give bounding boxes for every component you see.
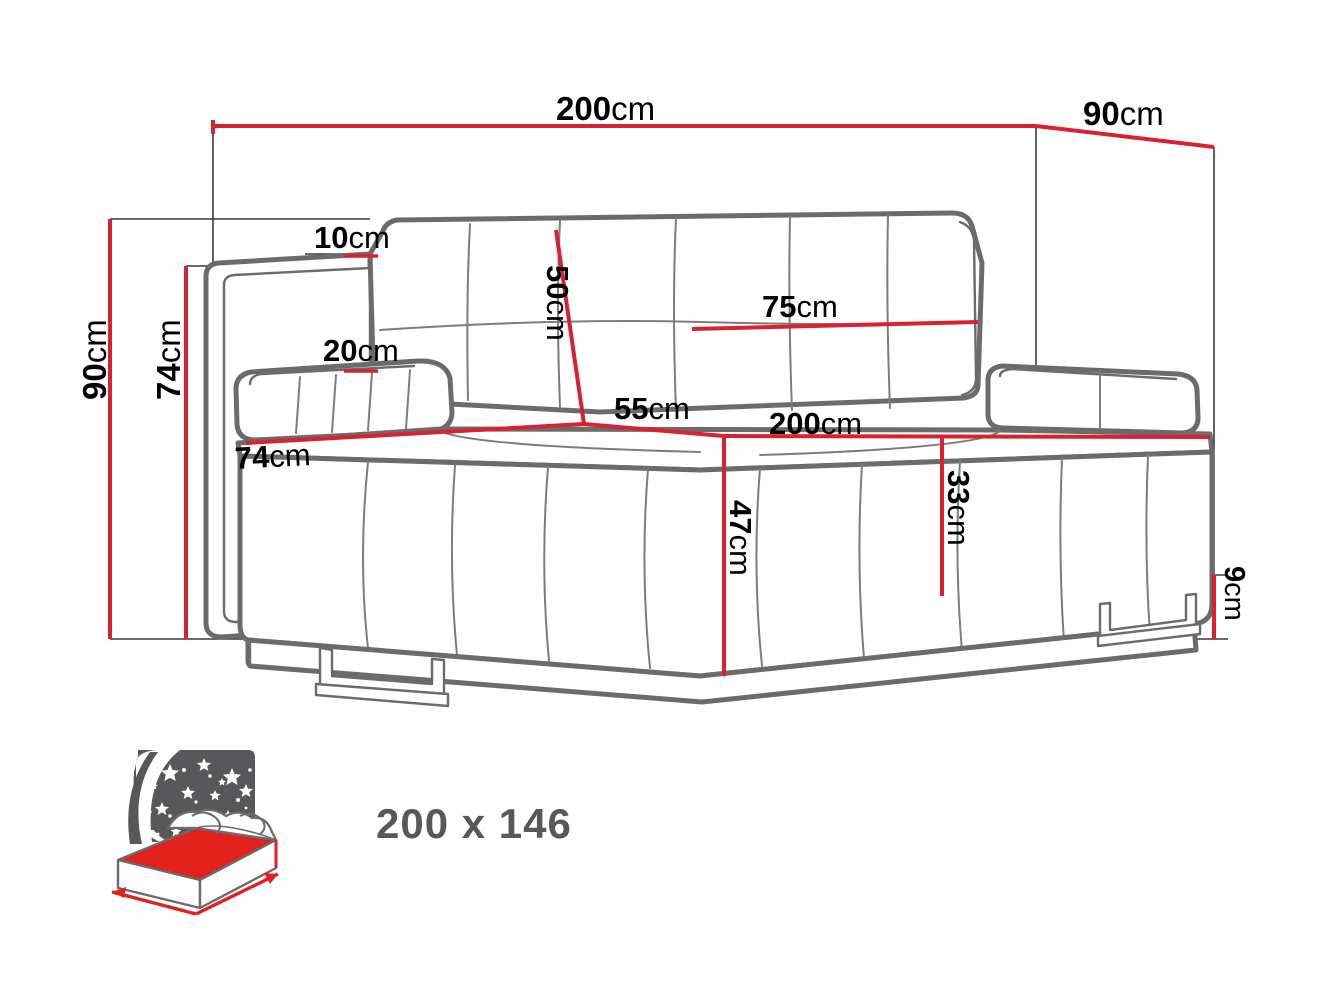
label-base-height: 33cm [941,470,976,546]
sofa-legs [314,592,1202,708]
mattress [116,808,278,910]
label-seat-depth: 55cm [614,391,690,426]
sofa-backrest [367,210,985,415]
dimline-50cm [554,229,586,425]
label-leg-height: 9cm [1218,566,1250,621]
label-overall-width: 200cm [556,90,656,127]
dimline-90cm-depth [1035,124,1215,149]
label-armrest-gap: 10cm [314,220,390,255]
sofa-right-armrest [985,363,1201,436]
dimension-lines-red [108,120,1216,676]
label-seat-front: 74cm [233,437,312,476]
mattress-dimension-arrows [111,840,279,916]
label-armrest-width: 20cm [323,333,399,368]
dimline-74cm-seat [245,422,585,445]
label-seat-width: 200cm [769,406,863,441]
label-backrest-height: 74cm [150,319,187,400]
label-backrest-cushion: 50cm [540,265,575,341]
dimline-75cm [691,320,979,331]
dimline-200cm-seat [723,434,1211,439]
sleeping-area-label: 200 x 146 [376,800,572,847]
bed-sleeping-area-icon [111,750,279,916]
label-seat-height: 47cm [723,500,758,576]
label-backrest-panel-width: 75cm [762,289,838,324]
label-overall-height: 90cm [76,319,113,400]
dimline-55cm [583,422,725,438]
starry-night-panel [128,750,255,856]
label-overall-depth: 90cm [1083,95,1164,132]
